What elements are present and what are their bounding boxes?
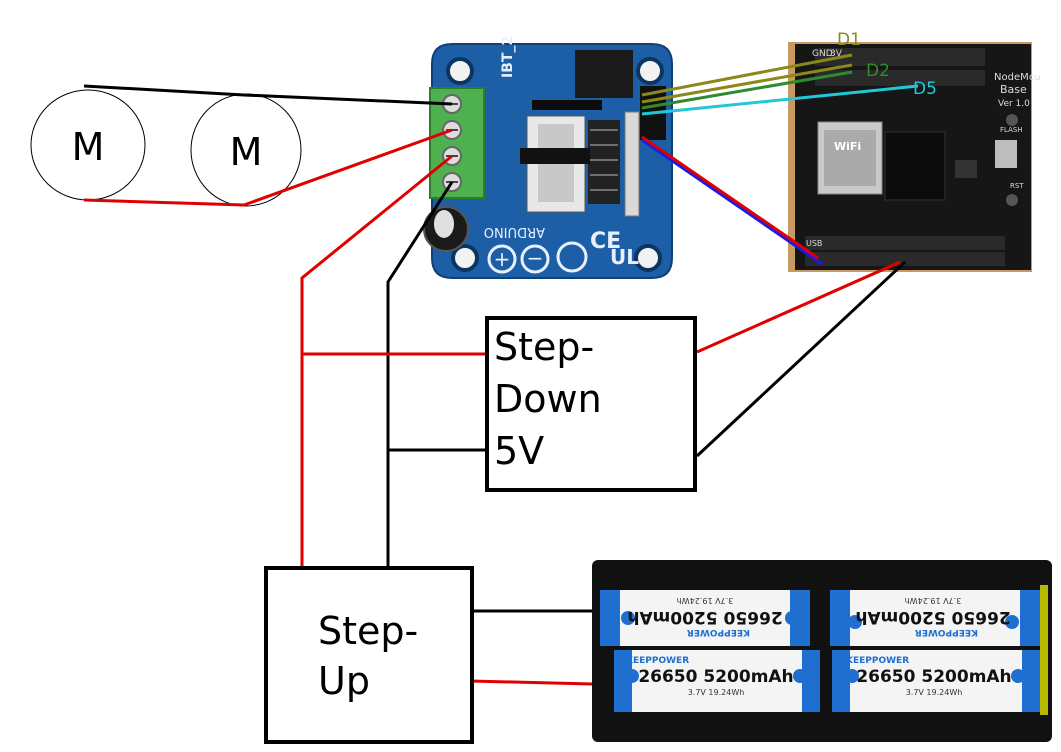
step-down-converter: Step- Down 5V (485, 316, 697, 492)
battery-cell-2-spec: 3.7V 19.24Wh (905, 596, 962, 605)
mcu-silk-gnd: GND (812, 49, 833, 59)
mcu-silk-rst: RST (1010, 182, 1024, 190)
mcu-silk-version: Ver 1.0 (998, 99, 1030, 109)
wire-stepdown-out-plus (696, 260, 901, 354)
battery-cell-3-capacity: 26650 5200mAh (638, 667, 793, 687)
battery-cell-1-spec: 3.7V 19.24Wh (677, 596, 734, 605)
mcu-silk-wifi: WiFi (834, 140, 861, 153)
mcu-silk-base: Base (1000, 83, 1027, 96)
battery-cell-3-brand: KEEPPOWER (626, 656, 689, 666)
wire-battery-pos (469, 679, 593, 686)
wire-d2 (641, 70, 853, 110)
battery-cell-3: KEEPPOWER 26650 5200mAh 3.7V 19.24Wh (614, 650, 820, 712)
wire-d5 (641, 84, 919, 116)
power-wires (83, 84, 907, 686)
wire-stepdown-out-gnd (695, 260, 907, 458)
mcu-silk-3v: 3V (830, 49, 843, 59)
battery-pack: 26650 5200mAh 3.7V 19.24Wh KEEPPOWER 266… (592, 560, 1052, 742)
pin-label-d2: D2 (866, 61, 890, 81)
step-up-line1: Step- (318, 609, 418, 653)
motor-driver-board: + − UL IBT_2 ARDUINO CE (423, 36, 673, 279)
wire-blue (641, 138, 823, 266)
motor-left-label: M (72, 125, 105, 169)
step-up-line2: Up (318, 659, 370, 703)
svg-text:+: + (494, 247, 511, 271)
step-up-converter: Step- Up (264, 566, 474, 744)
pin-label-d5: D5 (913, 79, 937, 99)
battery-cell-2-brand: KEEPPOWER (915, 627, 978, 637)
wire-driver-gnd (386, 181, 454, 568)
battery-cell-3-spec: 3.7V 19.24Wh (688, 688, 745, 697)
step-down-line3: 5V (494, 429, 544, 473)
driver-board-name: IBT_2 (500, 36, 516, 78)
mcu-silk-usb: USB (806, 239, 822, 248)
signal-wires: D1 D2 D5 (641, 30, 937, 266)
battery-cell-4-spec: 3.7V 19.24Wh (906, 688, 963, 697)
motor-right-label: M (230, 130, 263, 174)
svg-text:UL: UL (610, 245, 639, 269)
battery-cell-1-brand: KEEPPOWER (687, 627, 750, 637)
driver-board-ce-mark: CE (590, 229, 621, 254)
wire-red-vcc (641, 135, 819, 260)
wire-driver-vplus (300, 154, 453, 568)
wire-d1-b (641, 63, 853, 104)
step-down-line1: Step- (494, 325, 594, 369)
mcu-silk-title: NodeMcu (994, 72, 1041, 83)
motor-left: M (30, 89, 146, 201)
battery-cell-2: 26650 5200mAh 3.7V 19.24Wh KEEPPOWER (830, 590, 1040, 646)
nodemcu-base-board: GND 3V NodeMcu Base Ver 1.0 WiFi FLASH R… (788, 42, 1041, 272)
pin-label-d1: D1 (837, 30, 861, 50)
battery-cell-4: KEEPPOWER 26650 5200mAh 3.7V 19.24Wh (832, 650, 1040, 712)
battery-cell-4-capacity: 26650 5200mAh (856, 667, 1011, 687)
battery-cell-2-capacity: 26650 5200mAh (855, 607, 1010, 627)
battery-cell-1: 26650 5200mAh 3.7V 19.24Wh KEEPPOWER (600, 590, 810, 646)
wire-motor-red (83, 128, 453, 207)
svg-text:−: − (527, 246, 544, 270)
driver-board-silk-arduino: ARDUINO (484, 224, 545, 239)
battery-cell-4-brand: KEEPPOWER (846, 656, 909, 666)
wire-d1-a (641, 53, 853, 97)
mcu-silk-flash: FLASH (1000, 126, 1023, 134)
step-down-line2: Down (494, 377, 602, 421)
wire-motor-black (83, 84, 453, 106)
battery-cell-1-capacity: 26650 5200mAh (627, 607, 782, 627)
